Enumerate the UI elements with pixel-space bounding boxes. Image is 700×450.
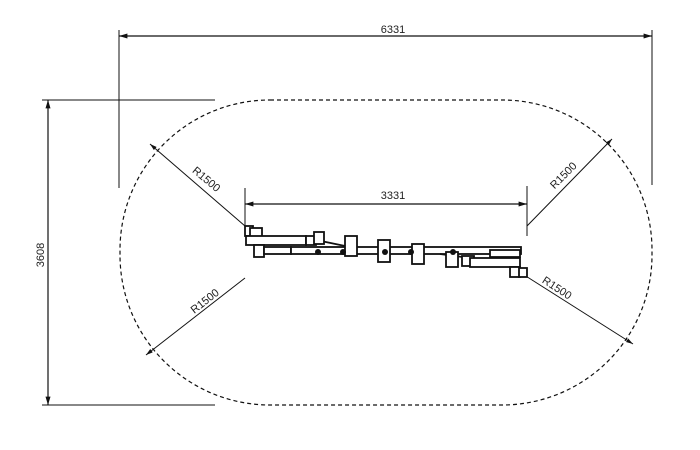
radius-top-right: R1500 xyxy=(526,138,613,227)
overall-length-label: 6331 xyxy=(381,24,405,36)
radius-top-left-label: R1500 xyxy=(190,165,223,195)
radius-bottom-left-label: R1500 xyxy=(189,287,222,316)
overall-width-label: 3608 xyxy=(35,243,47,267)
overall-width-dimension: 3608 xyxy=(35,99,215,406)
safety-zone-boundary xyxy=(119,99,653,406)
radius-top-right-label: R1500 xyxy=(548,160,579,191)
radius-bottom-right: R1500 xyxy=(520,272,634,345)
equipment-plan-view xyxy=(244,225,528,278)
overall-length-dimension: 6331 xyxy=(118,24,653,188)
radius-top-left: R1500 xyxy=(149,143,246,227)
equipment-length-label: 3331 xyxy=(381,190,405,202)
equipment-length-dimension: 3331 xyxy=(244,186,528,236)
radius-bottom-left: R1500 xyxy=(145,277,246,356)
